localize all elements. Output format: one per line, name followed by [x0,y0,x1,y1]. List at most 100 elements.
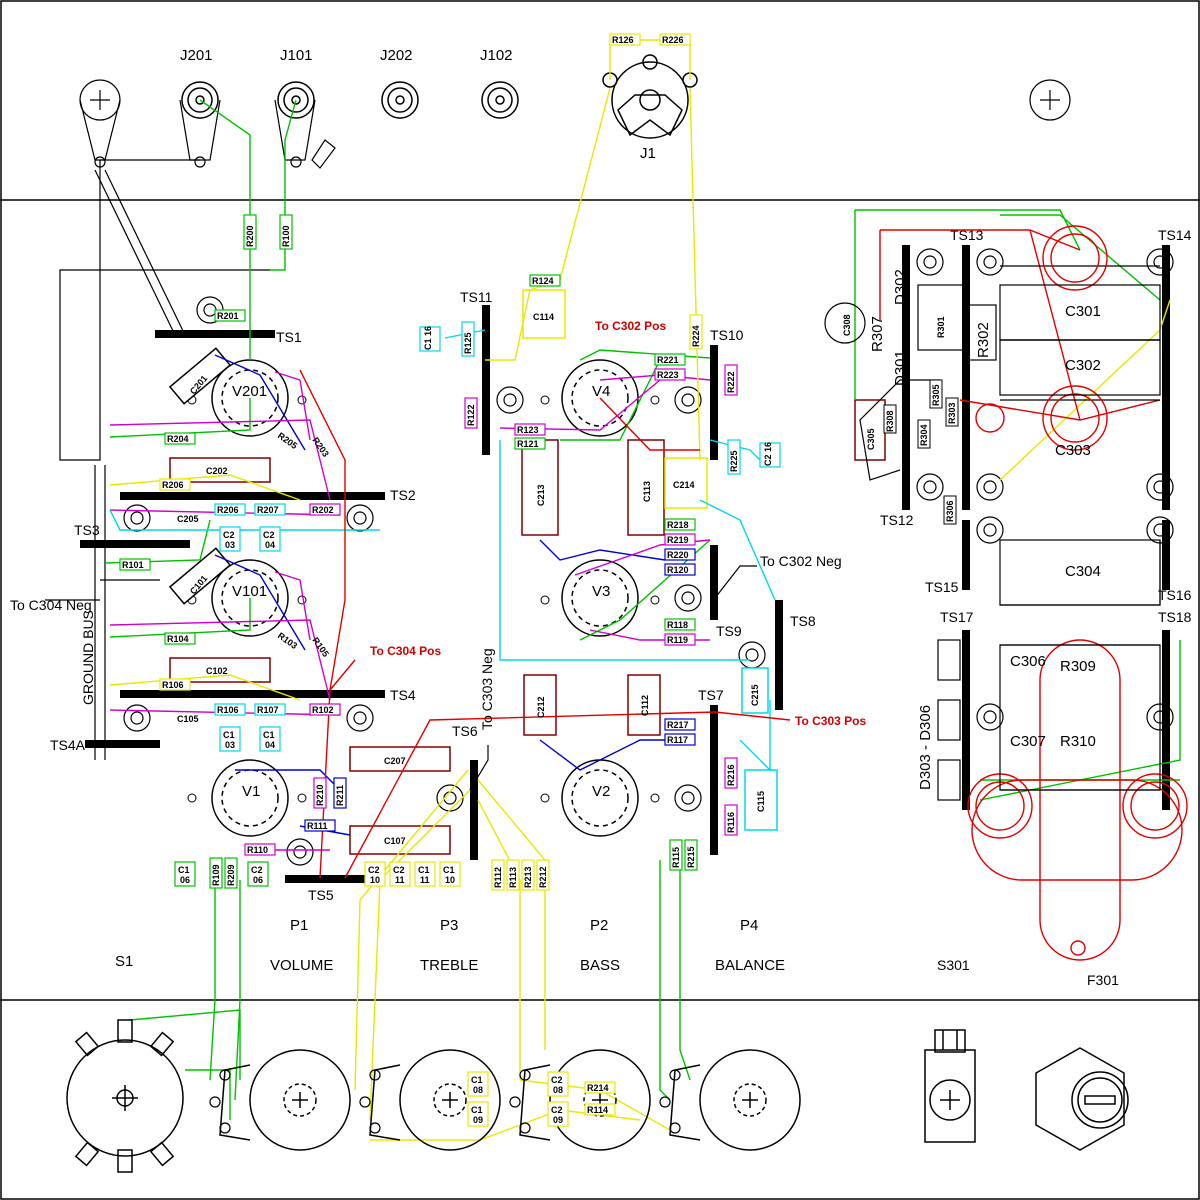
connector-label-j1: J1 [640,145,656,162]
label-r310: R310 [1060,733,1096,750]
pot-balance-knob[interactable] [669,1049,801,1151]
component-label: R206 [217,505,239,515]
capacitor-bodies-yellow [522,289,708,509]
component-label: 10 [370,875,380,885]
component-label: R216 [726,764,736,786]
component-label: 04 [265,540,275,550]
component-label: 16 [763,442,773,452]
label-r309: R309 [1060,658,1096,675]
tube-label-v3: V3 [592,583,610,600]
component-label: R110 [247,845,268,855]
pot-bass-knob[interactable] [519,1049,651,1151]
terminal-strip-ts3 [80,540,190,548]
wiring-notes: To C304 Neg To C304 Pos To C302 Pos To C… [10,319,866,730]
terminal-strip-ts7 [710,705,718,855]
capacitor-angled [168,347,232,605]
capacitor-labels: C202 C102 C207 C107 C114 C214 C205 C105 … [177,312,766,846]
terminal-strip-ts2 [120,492,385,500]
component-label: R220 [667,550,689,560]
label-c306: C306 [1010,653,1046,670]
label-p3: P3 [440,917,458,934]
ts-label: TS9 [716,623,742,639]
label-r302: R302 [975,322,992,358]
component-label: R215 [686,846,696,868]
terminal-strip-ts14 [1162,245,1170,510]
component-label: 09 [553,1115,563,1125]
component-label: R221 [657,355,679,365]
component-label: R213 [523,866,533,888]
component-label: R104 [167,634,189,644]
label-d302: D302 [892,269,909,305]
component-label: R200 [245,225,255,247]
component-label: R102 [312,705,334,715]
tube-socket-v101[interactable] [211,559,289,637]
note-c304-neg: To C304 Neg [10,597,92,613]
jack-label-j102: J102 [480,47,513,64]
chassis-screw-icon [123,248,1174,866]
power-switch-s301[interactable] [924,1029,976,1143]
terminal-strip-ts13 [962,245,970,510]
jack-j101[interactable] [277,81,315,119]
jack-j201[interactable] [181,81,219,119]
label-r307: R307 [869,316,886,352]
jack-j102[interactable] [481,81,519,119]
tube-socket-v3[interactable] [561,559,639,637]
component-label: R225 [729,450,739,472]
component-label: R106 [162,680,184,690]
component-label: R124 [532,276,554,286]
component-label: C1 [178,865,190,875]
component-label: C2 [263,530,275,540]
svg-text:C2 16: C2 16 [763,442,773,466]
component-label: R114 [587,1105,608,1115]
wires-red [299,229,1161,879]
component-label: 04 [265,740,275,750]
label-p1: P1 [290,917,308,934]
terminal-strip-labels: TS1 TS2 TS3 TS4 TS4A TS5 TS6 TS7 TS8 TS9… [50,227,1192,903]
note-c304-pos: To C304 Pos [370,644,441,658]
component-label: R204 [167,434,189,444]
component-label: R222 [726,371,736,393]
ts-label: TS14 [1158,227,1192,243]
ts-label: TS16 [1158,587,1192,603]
pot-volume-knob[interactable] [219,1049,351,1151]
component-label: R210 [315,784,325,806]
note-c303-pos: To C303 Pos [795,714,866,728]
tube-sockets [211,359,639,837]
component-label: R212 [538,866,548,888]
ts-label: TS15 [925,579,959,595]
component-label: C102 [206,666,228,676]
small-cap-tags [174,326,781,1127]
terminal-strip-ts1 [155,330,275,338]
component-label: R218 [667,520,689,530]
component-label: C1 [263,730,275,740]
power-caps-red [967,225,1188,961]
ts-label: TS10 [710,327,744,343]
component-label: R214 [587,1083,609,1093]
component-label: C112 [640,695,650,716]
component-label: C1 [471,1105,483,1115]
tube-label-v2: V2 [592,783,610,800]
wires-cyan [109,329,776,772]
component-label: R207 [257,505,279,515]
fuse-holder-f301[interactable] [1035,1047,1129,1151]
label-c305: C305 [866,428,876,450]
ts-label: TS12 [880,512,914,528]
ts-label: TS17 [940,609,974,625]
pot-treble-knob[interactable] [369,1049,501,1151]
component-label: R209 [226,864,236,886]
component-label: R203 [310,435,331,458]
selector-switch-s1[interactable] [66,1019,184,1173]
j1-connector[interactable] [602,54,698,139]
terminal-strip-ts5 [285,875,365,883]
ts-label: TS4A [50,737,86,753]
jack-j202[interactable] [381,81,419,119]
ts-label: TS11 [460,289,493,305]
component-label: C205 [177,514,199,524]
component-label: R120 [667,565,689,575]
tube-socket-v1[interactable] [211,759,289,837]
component-label: 06 [180,875,190,885]
component-label: R201 [217,311,239,321]
component-label: R115 [671,847,681,868]
power-small-resistors [883,379,959,525]
